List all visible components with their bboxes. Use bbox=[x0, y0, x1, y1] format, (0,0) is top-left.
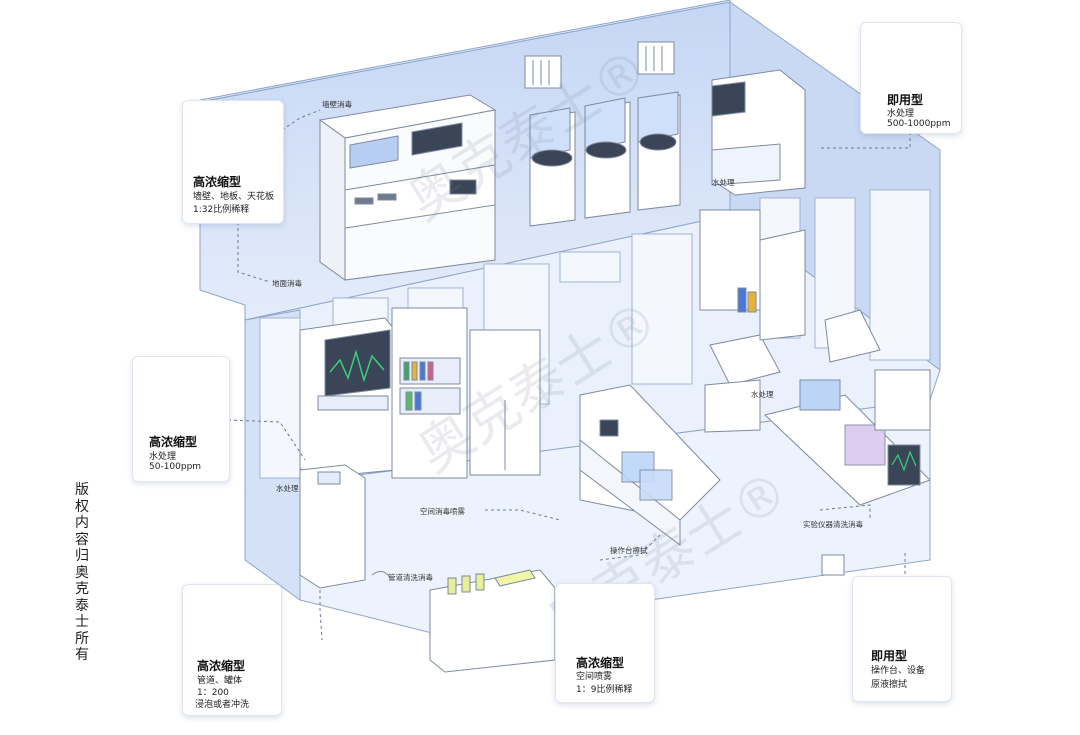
copyright-char: 有 bbox=[75, 647, 89, 663]
leader-lines bbox=[227, 109, 911, 641]
copyright-char: 内 bbox=[75, 515, 89, 531]
callout-space-spray: 空间消毒喷雾 bbox=[420, 507, 465, 516]
callout-bench-wipe: 操作台擦拭 bbox=[610, 546, 648, 555]
card-title: 即用型 bbox=[887, 93, 924, 107]
wall-vents bbox=[524, 41, 675, 89]
card-line: 水处理 bbox=[887, 109, 915, 119]
callout-floor-disinfection: 地面消毒 bbox=[272, 279, 302, 288]
copyright-char: 所 bbox=[75, 630, 89, 647]
card-line: 墙壁、地板、天花板 bbox=[193, 192, 275, 202]
card-line: 水处理 bbox=[149, 452, 177, 462]
card-title: 高浓缩型 bbox=[193, 175, 242, 189]
right-sink-shelves bbox=[699, 209, 806, 433]
right-lab-island bbox=[763, 309, 931, 576]
product-card-top-left: 高浓缩型 墙壁、地板、天花板 1:32比例稀释 bbox=[182, 100, 284, 224]
callout-pipe-cleaning: 管道清洗消毒 bbox=[388, 573, 433, 582]
copyright-char: 归 bbox=[75, 548, 89, 564]
card-line: 1：9比例稀释 bbox=[576, 685, 633, 695]
control-console bbox=[318, 94, 497, 281]
callout-water-treatment-right: 水处理 bbox=[751, 390, 774, 399]
copyright-char: 容 bbox=[75, 531, 89, 548]
card-title: 高浓缩型 bbox=[149, 435, 198, 449]
card-line: 1：200 bbox=[197, 688, 229, 698]
copyright-char: 士 bbox=[75, 614, 89, 630]
copyright-char: 克 bbox=[75, 581, 89, 597]
card-line: 原液擦拭 bbox=[871, 680, 908, 690]
card-line: 浸泡或者冲洗 bbox=[195, 700, 250, 710]
card-title: 高浓缩型 bbox=[197, 659, 246, 673]
copyright-char: 版 bbox=[75, 482, 89, 498]
center-bench bbox=[579, 384, 721, 546]
card-line: 管道、罐体 bbox=[197, 676, 243, 686]
copyright-char: 泰 bbox=[75, 597, 89, 614]
card-line: 50-100ppm bbox=[149, 462, 202, 472]
card-line: 空间喷雾 bbox=[576, 672, 613, 682]
product-card-bottom-left: 高浓缩型 管道、罐体 1：200 浸泡或者冲洗 bbox=[182, 584, 282, 716]
bottom-bench bbox=[429, 569, 556, 673]
lower-water-units bbox=[299, 464, 391, 589]
copyright-char: 奥 bbox=[75, 564, 89, 581]
product-card-bottom-right: 即用型 操作台、设备 原液擦拭 bbox=[852, 576, 952, 702]
product-card-bottom-center: 高浓缩型 空间喷雾 1：9比例稀释 bbox=[555, 583, 655, 703]
centrifuges bbox=[529, 91, 681, 227]
product-card-mid-left: 高浓缩型 水处理 50-100ppm bbox=[132, 356, 230, 482]
callout-water-treatment-left: 水处理 bbox=[276, 484, 299, 493]
callout-instrument-cleaning: 实验仪器清洗消毒 bbox=[803, 520, 863, 529]
card-title: 即用型 bbox=[871, 649, 908, 663]
lower-left-cabinets bbox=[299, 307, 541, 479]
card-title: 高浓缩型 bbox=[576, 656, 625, 670]
copyright-vertical-text: 版 权 内 容 归 奥 克 泰 士 所 有 bbox=[72, 482, 92, 664]
callout-water-treatment-top: 水处理 bbox=[712, 178, 735, 187]
copyright-char: 权 bbox=[75, 498, 89, 515]
callout-wall-disinfection: 墙壁消毒 bbox=[322, 100, 352, 109]
upper-water-unit bbox=[711, 69, 806, 196]
card-line: 1:32比例稀释 bbox=[193, 205, 250, 215]
card-line: 操作台、设备 bbox=[871, 666, 926, 676]
product-card-top-right: 即用型 水处理 500-1000ppm bbox=[860, 22, 962, 134]
card-line: 500-1000ppm bbox=[887, 119, 951, 129]
